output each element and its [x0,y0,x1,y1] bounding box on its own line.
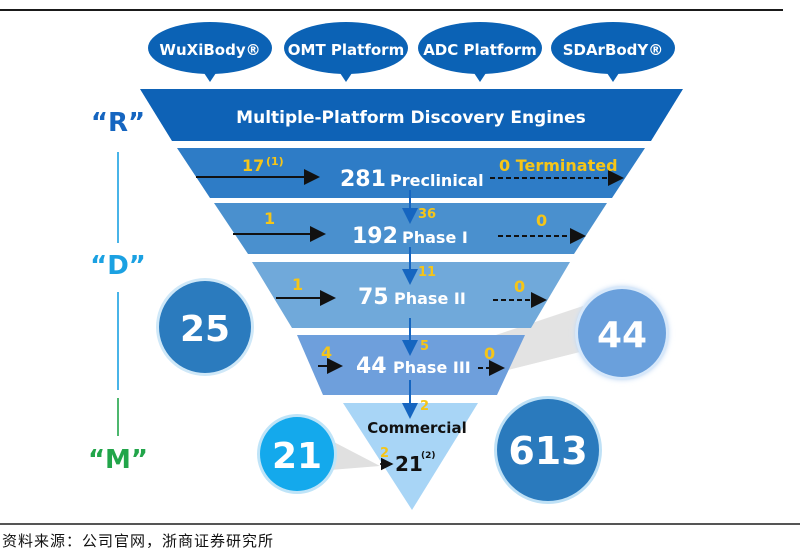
stage-phase-ii [252,262,570,328]
stage-name: Phase II [394,289,466,308]
stage-labels: 281 Preclinical 17 (1) 0 Terminated 192 … [242,155,618,476]
count-note: (2) [421,451,436,461]
bubble-value: 21 [272,436,322,477]
advance-value: 5 [420,339,429,354]
marker-r: “R” [91,108,145,138]
bubble-44: 44 [575,286,669,380]
platform-bubble-adc: ADC Platform [418,22,542,82]
inflow-value: 4 [321,343,332,362]
bubble-value: 613 [508,429,587,473]
stage-name: Phase III [393,358,471,377]
platform-bubbles: WuXiBody® OMT Platform ADC Platform SDAr… [148,22,675,82]
summary-bubbles: 25 44 21 613 [156,278,669,504]
callout-wedge-commercial [330,440,380,470]
platform-bubble-omt: OMT Platform [284,22,408,82]
platform-label: WuXiBody® [159,41,260,59]
stage-count: 75 [358,285,389,310]
stage-count: 21 [395,452,423,476]
marker-m: “M” [88,445,148,475]
stage-preclinical [177,148,645,198]
funnel-stages [177,148,645,510]
stage-markers: “R” “D” “M” [88,108,148,475]
discovery-band: Multiple-Platform Discovery Engines [140,89,683,141]
platform-label: ADC Platform [423,41,537,59]
bubble-613: 613 [494,396,602,504]
stage-count: 281 [340,167,386,192]
stage-name: Phase I [402,228,468,247]
bubble-21: 21 [257,414,337,494]
platform-label: SDArBodY® [563,41,664,59]
outflow-value: 0 [484,344,495,363]
source-note: 资料来源：公司官网，浙商证券研究所 [2,532,275,550]
discovery-band-label: Multiple-Platform Discovery Engines [236,108,586,128]
bubble-value: 44 [597,315,647,356]
bubble-25: 25 [156,278,254,376]
top-rule [0,9,783,11]
inflow-note: (1) [266,155,284,168]
stage-count: 44 [356,354,387,379]
stage-commercial [343,403,478,510]
outflow-arrows [478,170,624,376]
platform-bubble-sdarbody: SDArBodY® [551,22,675,82]
advance-value: 2 [420,399,429,414]
stage-name: Preclinical [390,171,484,190]
outflow-value: 0 [514,277,525,296]
outflow-value: 0 Terminated [499,156,618,175]
marker-d: “D” [90,251,146,281]
stage-count: 192 [352,224,398,249]
advance-value: 36 [418,207,436,222]
platform-bubble-wuxibody: WuXiBody® [148,22,272,82]
stage-phase-iii [297,335,525,395]
bottom-rule [0,523,800,525]
stage-name: Commercial [367,419,466,437]
inflow-value: 1 [292,275,303,294]
inflow-arrows [196,169,394,471]
inflow-value: 1 [264,209,275,228]
bubble-value: 25 [180,309,230,350]
inflow-value: 17 [242,156,264,175]
platform-label: OMT Platform [288,41,404,59]
outflow-value: 0 [536,211,547,230]
inflow-value: 2 [380,446,389,461]
advance-value: 11 [418,265,436,280]
